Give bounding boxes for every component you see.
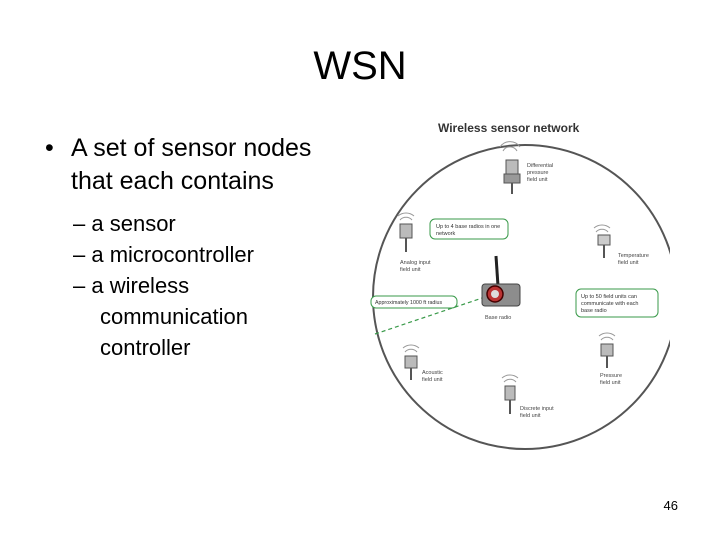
sub-item: – a microcontroller — [73, 242, 254, 267]
analog-unit-label: Analog input field unit — [400, 260, 432, 273]
base-radio-label: Base radio — [485, 315, 511, 321]
slide-title: WSN — [313, 44, 407, 88]
figure-title: Wireless sensor network — [438, 121, 580, 135]
acoustic-unit-icon — [402, 344, 420, 380]
discrete-unit-icon — [501, 374, 519, 414]
radius-callout-box — [370, 295, 458, 309]
sub-item-continuation: controller — [100, 335, 191, 360]
temperature-unit-icon — [593, 224, 611, 258]
wireless-sensor-network-figure: Wireless sensor network Base radio Diffe… — [360, 112, 678, 452]
pressure-unit-icon — [598, 332, 616, 368]
differential-unit-label: Differential pressure field unit — [527, 163, 555, 183]
field-units-callout: Up to 50 field units can communicate wit… — [581, 294, 640, 314]
bullet-item-continuation: that each contains — [71, 167, 274, 195]
differential-unit-icon — [499, 141, 521, 194]
temperature-unit-label: Temperature field unit — [618, 253, 650, 266]
acoustic-unit-label: Acoustic field unit — [422, 370, 444, 383]
discrete-unit-label: Discrete input field unit — [520, 406, 555, 419]
field-units-callout-box — [575, 288, 659, 318]
sub-item-continuation: communication — [100, 304, 248, 329]
analog-unit-icon — [397, 212, 415, 252]
bullet-mark: • — [45, 134, 54, 162]
network-diagram: Wireless sensor network Base radio Diffe… — [370, 121, 678, 450]
bullet-item: •A set of sensor nodes — [45, 132, 355, 165]
sub-item: – a wireless — [73, 273, 190, 298]
radios-callout-box — [429, 218, 509, 240]
sub-item: – a sensor — [73, 211, 176, 236]
base-radio-icon — [481, 255, 521, 307]
pressure-unit-label: Pressure field unit — [600, 373, 624, 386]
page-number: 46 — [663, 498, 678, 513]
radios-callout: Up to 4 base radios in one network — [436, 224, 502, 237]
bullet-list: •A set of sensor nodes that each contain… — [45, 132, 355, 363]
radius-callout: Approximately 1000 ft radius — [375, 300, 442, 306]
